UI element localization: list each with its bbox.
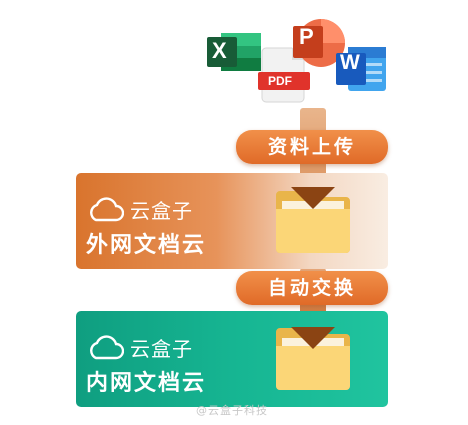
- brand-name: 云盒子: [130, 337, 193, 361]
- word-icon: [336, 47, 386, 91]
- exchange-step-label: 自动交换: [236, 271, 388, 305]
- word-icon-letter: W: [340, 51, 360, 74]
- down-arrow-icon: [291, 327, 335, 349]
- cloud-icon: [90, 196, 124, 221]
- cloud-icon: [90, 334, 124, 359]
- excel-icon: [207, 33, 261, 71]
- powerpoint-icon: [293, 19, 345, 67]
- brand-name: 云盒子: [130, 199, 193, 223]
- upload-step-label: 资料上传: [236, 130, 388, 164]
- outer-panel-title: 外网文档云: [86, 233, 207, 258]
- watermark: @云盒子科技: [196, 404, 268, 417]
- outer-brand: 云盒子: [86, 195, 193, 224]
- inner-brand: 云盒子: [86, 333, 193, 362]
- inner-panel-title: 内网文档云: [86, 371, 207, 396]
- down-arrow-icon: [291, 187, 335, 209]
- pdf-label: PDF: [268, 74, 292, 88]
- excel-icon-letter: X: [212, 38, 227, 63]
- powerpoint-icon-letter: P: [299, 24, 314, 49]
